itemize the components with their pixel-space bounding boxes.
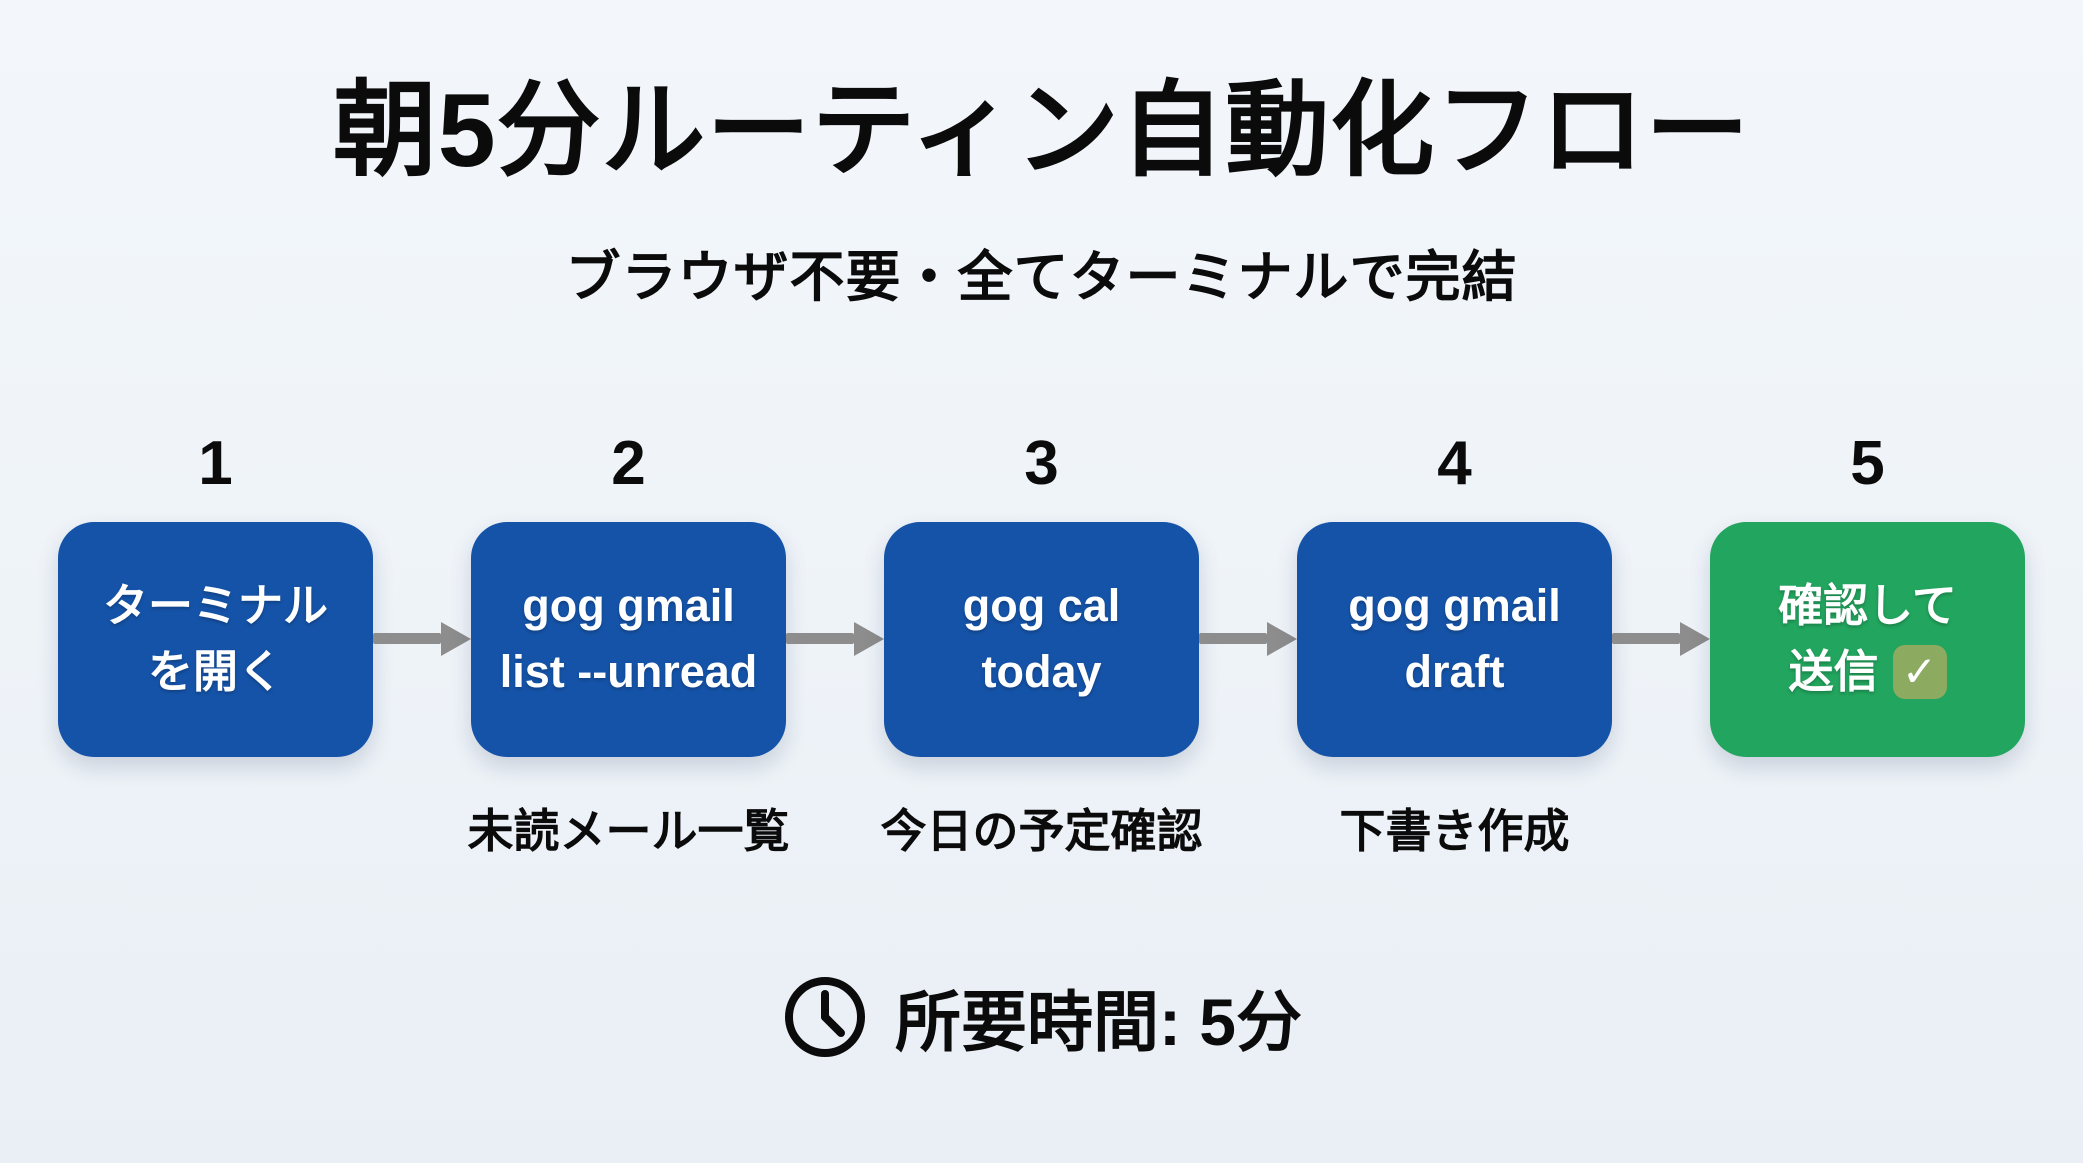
- arrow-shaft: [1199, 633, 1267, 645]
- step-caption: 下書き作成: [1339, 804, 1570, 857]
- step-caption: 今日の予定確認: [880, 804, 1203, 857]
- step-box-open-terminal: ターミナル を開く: [58, 521, 373, 757]
- step-box-line: gog gmail: [1348, 579, 1561, 631]
- flow-step-1: 1 ターミナル を開く: [58, 428, 373, 847]
- duration-text: 所要時間: 5分: [894, 984, 1303, 1059]
- flow-arrow-icon: [1199, 621, 1297, 656]
- step-box-line: 送信: [1788, 646, 1879, 698]
- step-box-line: today: [981, 646, 1102, 698]
- arrow-head: [441, 621, 471, 656]
- arrow-head: [854, 621, 884, 656]
- page-title: 朝5分ルーティン自動化フロー: [332, 73, 1751, 189]
- step-box-line: を開く: [147, 646, 283, 698]
- step-number: 1: [198, 428, 233, 498]
- flow-step-5: 5 確認して 送信 ✓: [1710, 428, 2025, 847]
- flow-arrow-icon: [1612, 621, 1710, 656]
- page-subtitle: ブラウザ不要・全てターミナルで完結: [565, 245, 1518, 308]
- flow-step-2: 2 gog gmail list --unread 未読メール一覧: [468, 428, 790, 857]
- step-box-gmail-list: gog gmail list --unread: [471, 521, 786, 757]
- step-number: 4: [1437, 428, 1472, 498]
- step-number: 5: [1850, 428, 1885, 498]
- flow-diagram: 1 ターミナル を開く 2 gog gmail list --unread 未読…: [0, 428, 2083, 857]
- check-icon: ✓: [1892, 645, 1947, 700]
- step-caption: 未読メール一覧: [467, 804, 790, 857]
- step-box-cal-today: gog cal today: [884, 521, 1199, 757]
- clock-icon: [784, 976, 865, 1057]
- step-number: 2: [611, 428, 646, 498]
- step-box-gmail-draft: gog gmail draft: [1297, 521, 1612, 757]
- flow-arrow-icon: [786, 621, 884, 656]
- step-box-confirm-send: 確認して 送信 ✓: [1710, 521, 2025, 757]
- step-box-line: ターミナル: [102, 579, 328, 631]
- arrow-shaft: [1612, 633, 1680, 645]
- step-box-line: list --unread: [499, 646, 758, 698]
- step-number: 3: [1024, 428, 1059, 498]
- flow-step-3: 3 gog cal today 今日の予定確認: [881, 428, 1203, 857]
- step-box-line-wrap: 送信 ✓: [1788, 643, 1947, 702]
- arrow-head: [1680, 621, 1710, 656]
- step-box-line: draft: [1404, 646, 1505, 698]
- arrow-shaft: [786, 633, 854, 645]
- arrow-shaft: [373, 633, 441, 645]
- flow-step-4: 4 gog gmail draft 下書き作成: [1297, 428, 1612, 857]
- arrow-head: [1267, 621, 1297, 656]
- step-box-line: 確認して: [1778, 579, 1957, 631]
- flow-arrow-icon: [373, 621, 471, 656]
- step-box-line: gog gmail: [522, 579, 735, 631]
- duration-footer: 所要時間: 5分: [0, 969, 2083, 1065]
- step-box-line: gog cal: [962, 579, 1121, 631]
